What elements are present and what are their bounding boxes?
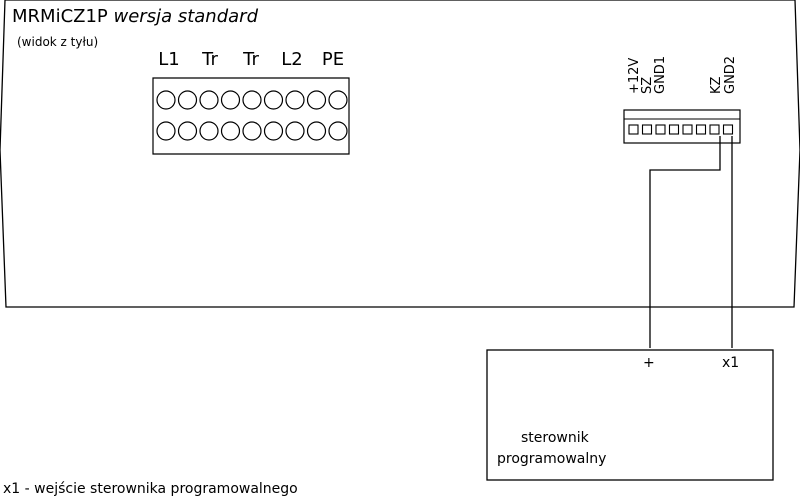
terminal-label-pe: PE [321,49,345,70]
pin-label-gnd2: GND2 [723,55,738,94]
connector-pin-1 [628,124,639,135]
connector-pin-6 [695,124,707,135]
device-model: MRMiCZ1P [12,6,108,27]
connector-pin-7 [709,124,720,135]
terminal-screw-2-4 [220,121,241,141]
terminal-screw-1-9 [328,90,348,110]
terminal-block-outline [152,77,350,155]
terminal-label-l1: L1 [158,49,180,70]
terminal-screw-1-7 [285,90,305,110]
controller-box [486,349,774,481]
pin-label-gnd1: GND1 [653,55,668,94]
connector-pin-3 [655,124,666,135]
terminal-label-l2: L2 [281,49,303,70]
device-title: MRMiCZ1P wersja standard [12,8,258,26]
connector-pin-5 [682,124,693,135]
connector-pin-8 [722,124,734,135]
controller-name-line2: programowalny [497,451,607,467]
connector-pin-4 [668,124,680,135]
device-housing [0,0,800,308]
connector-pin-2 [641,124,653,135]
terminal-screw-2-3 [199,121,219,141]
terminal-label-tr-2: Tr [243,49,259,70]
terminal-screw-2-6 [263,121,284,141]
connector-body [623,109,741,144]
power-terminal-strip [152,77,350,155]
terminal-screw-2-8 [306,121,327,141]
terminal-screw-2-9 [328,121,348,141]
terminal-screw-2-7 [285,121,305,141]
view-subtitle: (widok z tyłu) [17,35,99,49]
controller-x1-terminal: x1 [722,355,740,371]
terminal-screw-1-3 [199,90,219,110]
terminal-screw-2-2 [177,121,198,141]
device-variant: wersja standard [113,6,258,27]
terminal-screw-1-8 [306,90,327,110]
terminal-label-tr-1: Tr [202,49,218,70]
controller-name-line1: sterownik [521,430,589,446]
wire-kz-to-plus [649,136,721,348]
terminal-screw-1-6 [263,90,284,110]
footnote: x1 - wejście sterownika programowalnego [3,481,298,497]
signal-connector [623,109,741,144]
terminal-screw-2-5 [242,121,262,141]
terminal-screw-1-2 [177,90,198,110]
terminal-screw-1-5 [242,90,262,110]
terminal-screw-1-4 [220,90,241,110]
controller-plus-terminal: + [643,355,655,371]
terminal-screw-1-1 [156,90,176,110]
pin-label-kz: KZ [709,76,724,94]
terminal-screw-2-1 [156,121,176,141]
